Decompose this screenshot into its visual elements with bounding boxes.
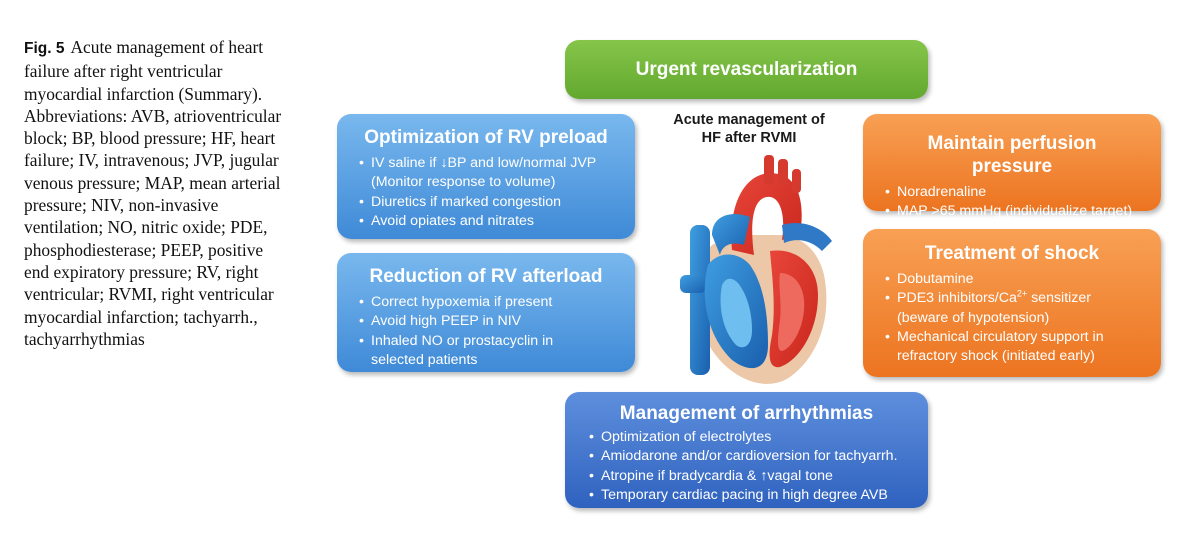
rv-preload-list: IV saline if ↓BP and low/normal JVP (Mon… — [359, 154, 625, 231]
list-item: Avoid opiates and nitrates — [359, 212, 625, 232]
list-item: IV saline if ↓BP and low/normal JVP — [359, 154, 625, 174]
list-item: Temporary cardiac pacing in high degree … — [589, 486, 918, 506]
urgent-revascularization-title: Urgent revascularization — [635, 59, 858, 80]
list-item: Noradrenaline — [885, 183, 1151, 203]
arrhythmias-box: Management of arrhythmias Optimization o… — [565, 392, 928, 508]
list-item: Optimization of electrolytes — [589, 428, 918, 448]
heart-illustration-icon — [680, 155, 832, 384]
list-item: Avoid high PEEP in NIV — [359, 312, 625, 332]
arrhythmias-list: Optimization of electrolytes Amiodarone … — [589, 428, 918, 505]
list-item: refractory shock (initiated early) — [897, 348, 1095, 365]
diagram-center-title: Acute management of HF after RVMI — [656, 111, 842, 147]
list-item: Inhaled NO or prostacyclin in — [359, 332, 625, 352]
caption-text: Acute management of heart failure after … — [24, 37, 282, 349]
list-item: PDE3 inhibitors/Ca2+ sensitizer — [885, 288, 1151, 309]
center-title-line-2: HF after RVMI — [701, 130, 797, 146]
rv-afterload-box: Reduction of RV afterload Correct hypoxe… — [337, 253, 635, 372]
treatment-of-shock-list: Dobutamine PDE3 inhibitors/Ca2+ sensitiz… — [885, 270, 1151, 366]
list-item: Amiodarone and/or cardioversion for tach… — [589, 447, 918, 467]
rv-afterload-list: Correct hypoxemia if present Avoid high … — [359, 293, 625, 370]
urgent-revascularization-box: Urgent revascularization — [565, 40, 928, 99]
arrhythmias-title: Management of arrhythmias — [619, 403, 874, 424]
rv-preload-box: Optimization of RV preload IV saline if … — [337, 114, 635, 239]
treatment-of-shock-title: Treatment of shock — [924, 243, 1100, 264]
list-item: Diuretics if marked congestion — [359, 193, 625, 213]
superscript: 2+ — [1016, 288, 1028, 299]
list-item: Atropine if bradycardia & ↑vagal tone — [589, 467, 918, 487]
treatment-of-shock-box: Treatment of shock Dobutamine PDE3 inhib… — [863, 229, 1161, 377]
perfusion-pressure-box: Maintain perfusion pressure Noradrenalin… — [863, 114, 1161, 222]
list-item: (beware of hypotension) — [897, 309, 1050, 326]
list-item-text: PDE3 inhibitors/Ca — [897, 290, 1017, 307]
perfusion-pressure-list: Noradrenaline MAP >65 mmHg (individualiz… — [885, 183, 1151, 222]
center-title-line-1: Acute management of — [673, 112, 825, 128]
list-item: Correct hypoxemia if present — [359, 293, 625, 313]
list-item: selected patients — [371, 351, 478, 368]
rv-preload-title: Optimization of RV preload — [364, 127, 608, 148]
figure-label: Fig. 5 — [24, 40, 65, 57]
list-item: MAP >65 mmHg (individualize target) — [885, 202, 1151, 222]
list-item-text: sensitizer — [1027, 290, 1092, 307]
list-item: (Monitor response to volume) — [371, 174, 556, 191]
rv-afterload-title: Reduction of RV afterload — [369, 266, 603, 287]
perfusion-pressure-title: Maintain perfusion pressure — [927, 133, 1097, 177]
list-item: Dobutamine — [885, 270, 1151, 290]
list-item: Mechanical circulatory support in — [885, 328, 1151, 348]
